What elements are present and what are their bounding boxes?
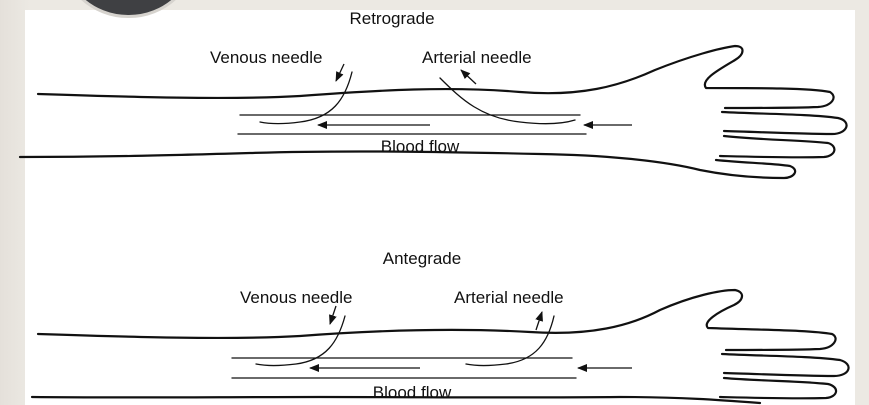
retrograde-flow-label: Blood flow	[381, 137, 460, 156]
retrograde-arterial-needle	[440, 78, 575, 124]
antegrade-arterial-direction-arrow	[536, 312, 542, 330]
retrograde-venous-direction-arrow	[336, 64, 344, 81]
retrograde-diagram: Retrograde Venous needle Arterial needle	[20, 9, 847, 178]
retrograde-title: Retrograde	[349, 9, 434, 28]
antegrade-venous-direction-arrow	[330, 306, 336, 324]
antegrade-diagram: Antegrade Venous needle Arterial needle	[32, 249, 849, 403]
retrograde-arterial-label: Arterial needle	[422, 48, 532, 67]
retrograde-venous-label: Venous needle	[210, 48, 323, 67]
antegrade-venous-label: Venous needle	[240, 288, 353, 307]
antegrade-flow-label: Blood flow	[373, 383, 452, 402]
antegrade-arterial-label: Arterial needle	[454, 288, 564, 307]
antegrade-title: Antegrade	[383, 249, 461, 268]
retrograde-arterial-direction-arrow	[461, 70, 476, 84]
